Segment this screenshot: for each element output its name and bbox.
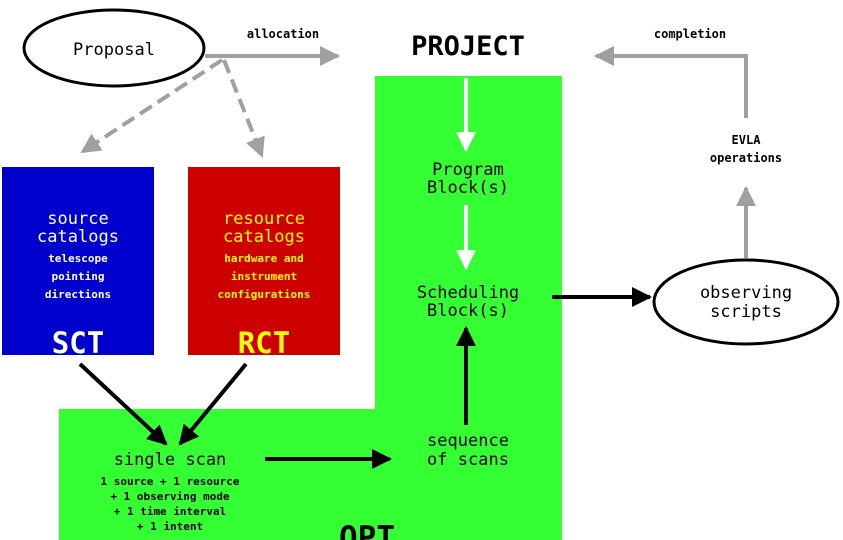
completion-arrow bbox=[594, 46, 748, 118]
rct-sub-line3: configurations bbox=[218, 288, 311, 301]
rct-abbr: RCT bbox=[238, 326, 290, 360]
sequence-line2: of scans bbox=[427, 450, 509, 470]
single-scan-label: single scan bbox=[114, 450, 227, 470]
rct-title-line2: catalogs bbox=[223, 227, 305, 247]
allocation-label: allocation bbox=[247, 27, 319, 41]
sct-sub-line2: pointing bbox=[52, 270, 105, 283]
single-scan-detail4: + 1 intent bbox=[137, 520, 203, 533]
proposal-label: Proposal bbox=[73, 40, 155, 60]
sct-to-scan-arrow bbox=[78, 362, 168, 446]
sct-abbr: SCT bbox=[52, 326, 104, 360]
single-scan-detail3: + 1 time interval bbox=[114, 505, 227, 518]
evla-label-line2: operations bbox=[710, 151, 782, 165]
observing-scripts-line1: observing bbox=[700, 283, 792, 303]
opt-label: OPT bbox=[339, 520, 395, 540]
observing-scripts-ellipse bbox=[652, 258, 840, 346]
scheduling-block-line2: Block(s) bbox=[427, 301, 509, 321]
project-title: PROJECT bbox=[411, 31, 525, 62]
rct-sub-line2: instrument bbox=[231, 270, 297, 283]
single-scan-detail1: 1 source + 1 resource bbox=[100, 475, 239, 488]
scheduling-block-line1: Scheduling bbox=[417, 283, 519, 303]
rct-sub-line1: hardware and bbox=[224, 252, 303, 265]
sct-sub-line1: telescope bbox=[48, 252, 108, 265]
sct-title-line1: source bbox=[47, 209, 108, 229]
sct-box bbox=[2, 167, 154, 355]
rct-to-scan-arrow bbox=[178, 362, 248, 446]
program-block-line2: Block(s) bbox=[427, 178, 509, 198]
rct-title-line1: resource bbox=[223, 209, 305, 229]
program-block-line1: Program bbox=[432, 160, 504, 180]
evla-label-line1: EVLA bbox=[732, 133, 762, 147]
observing-scripts-line2: scripts bbox=[710, 302, 782, 322]
sct-sub-line3: directions bbox=[45, 288, 111, 301]
single-scan-detail2: + 1 observing mode bbox=[110, 490, 230, 503]
rct-box bbox=[188, 167, 340, 355]
sct-title-line2: catalogs bbox=[37, 227, 119, 247]
proposal-ellipse bbox=[22, 8, 206, 88]
completion-label: completion bbox=[654, 27, 726, 41]
proposal-to-rct-dashed-arrow bbox=[222, 59, 265, 158]
proposal-to-sct-dashed-arrow bbox=[80, 58, 224, 154]
sequence-line1: sequence bbox=[427, 431, 509, 451]
